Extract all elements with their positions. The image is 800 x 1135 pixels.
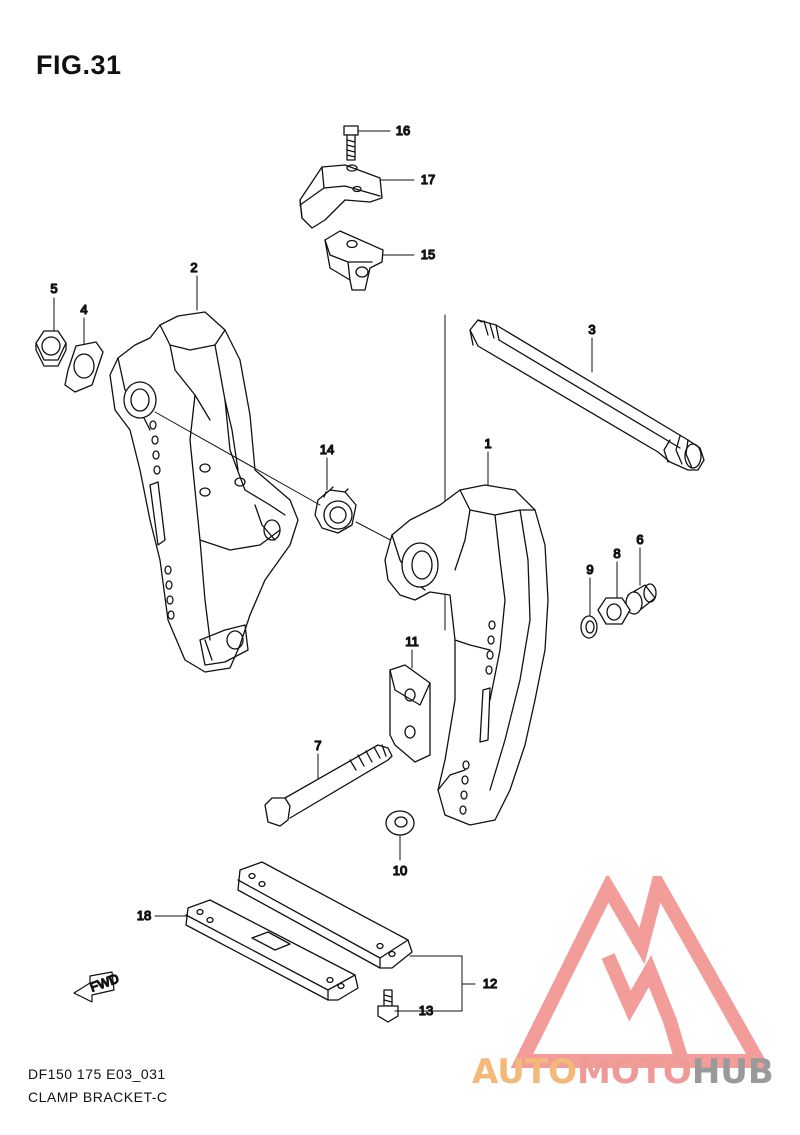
part-8-nut[interactable] (597, 597, 631, 625)
callout-10: 10 (393, 863, 407, 878)
part-9-washer[interactable] (580, 615, 598, 639)
callout-7: 7 (314, 738, 321, 753)
part-13-bolt[interactable] (377, 989, 399, 1023)
watermark-text-auto: AUTO (472, 1052, 577, 1092)
callout-6: 6 (636, 532, 643, 547)
watermark-logo (510, 876, 770, 1068)
watermark-triangle-icon (510, 876, 770, 1068)
part-7-bolt[interactable] (264, 744, 393, 827)
part-15-bracket[interactable] (324, 230, 384, 291)
callout-1: 1 (484, 436, 491, 451)
part-14-bushing[interactable] (314, 486, 357, 534)
figure-code: DF150 175 E03_031 (28, 1066, 166, 1082)
leader-lines (53, 130, 641, 1012)
part-18-plate[interactable] (185, 899, 359, 1001)
callout-11: 11 (405, 634, 419, 649)
watermark-text-hub: HUB (691, 1052, 774, 1092)
watermark-text-moto: MOTO (576, 1052, 692, 1092)
part-3-clamp-bracket-shaft[interactable] (469, 319, 705, 471)
callout-15: 15 (421, 247, 435, 262)
callout-13: 13 (419, 1003, 433, 1018)
part-6-bushing[interactable] (625, 583, 657, 615)
figure-title: FIG.31 (36, 50, 122, 80)
callout-14: 14 (320, 442, 334, 457)
part-16-bolt[interactable] (343, 125, 359, 161)
part-12-plate-assembly[interactable] (237, 861, 413, 969)
callout-9: 9 (586, 562, 593, 577)
fwd-direction-marker: FWD (73, 970, 121, 1003)
callout-16: 16 (396, 123, 410, 138)
callout-3: 3 (588, 322, 595, 337)
part-4-washer-plate[interactable] (64, 341, 104, 393)
part-2-clamp-bracket-left[interactable] (109, 311, 299, 673)
callout-numbers: 1 2 3 4 5 6 7 8 9 10 11 12 13 14 15 16 1… (50, 122, 645, 1018)
callout-8: 8 (613, 546, 620, 561)
part-11-plate[interactable] (389, 664, 431, 763)
part-1-clamp-bracket-right[interactable] (384, 484, 549, 826)
callout-12: 12 (483, 976, 497, 991)
callout-2: 2 (190, 260, 197, 275)
figure-name: CLAMP BRACKET-C (28, 1089, 168, 1105)
part-5-nut[interactable] (35, 330, 67, 367)
watermark-text: AUTOMOTOHUB (472, 1052, 774, 1092)
callout-18: 18 (137, 908, 151, 923)
part-17-cover[interactable] (299, 164, 383, 229)
callout-4: 4 (80, 302, 87, 317)
callout-5: 5 (50, 281, 57, 296)
callout-17: 17 (421, 172, 435, 187)
part-10-washer[interactable] (385, 810, 415, 836)
